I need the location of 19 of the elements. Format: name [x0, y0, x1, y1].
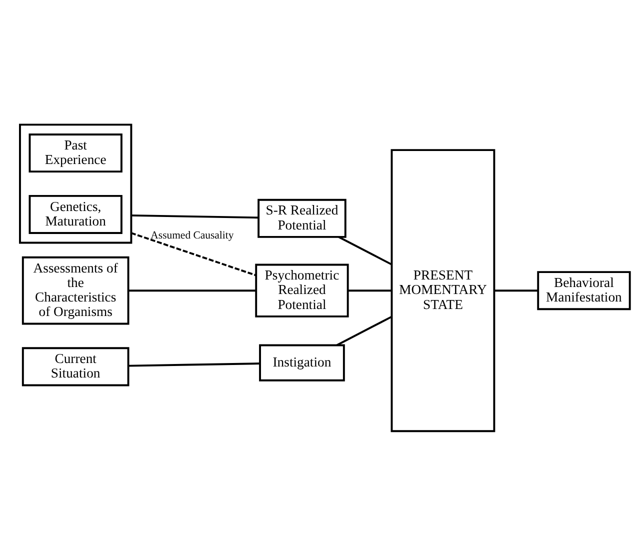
- cluster: [19, 124, 132, 244]
- connector: [128, 290, 256, 292]
- node-box: PRESENT MOMENTARY STATE: [390, 149, 496, 432]
- node-box: Assessments of the Characteristics of Organisms: [22, 256, 130, 325]
- connector: [336, 316, 392, 346]
- connector: [494, 290, 538, 292]
- node-box: Current Situation: [22, 347, 130, 386]
- connector: [128, 362, 260, 367]
- node-box: Genetics, Maturation: [28, 194, 122, 234]
- node-box: Behavioral Manifestation: [537, 271, 631, 310]
- node-box: S-R Realized Potential: [258, 198, 346, 238]
- connector: [131, 214, 258, 219]
- connector: [130, 232, 256, 276]
- node-box: Instigation: [259, 344, 345, 382]
- node-box: Psychometric Realized Potential: [255, 264, 349, 318]
- edge-label: Assumed Causality: [150, 230, 234, 242]
- connector: [338, 236, 392, 266]
- node-box: Past Experience: [28, 134, 122, 173]
- connector: [348, 290, 392, 292]
